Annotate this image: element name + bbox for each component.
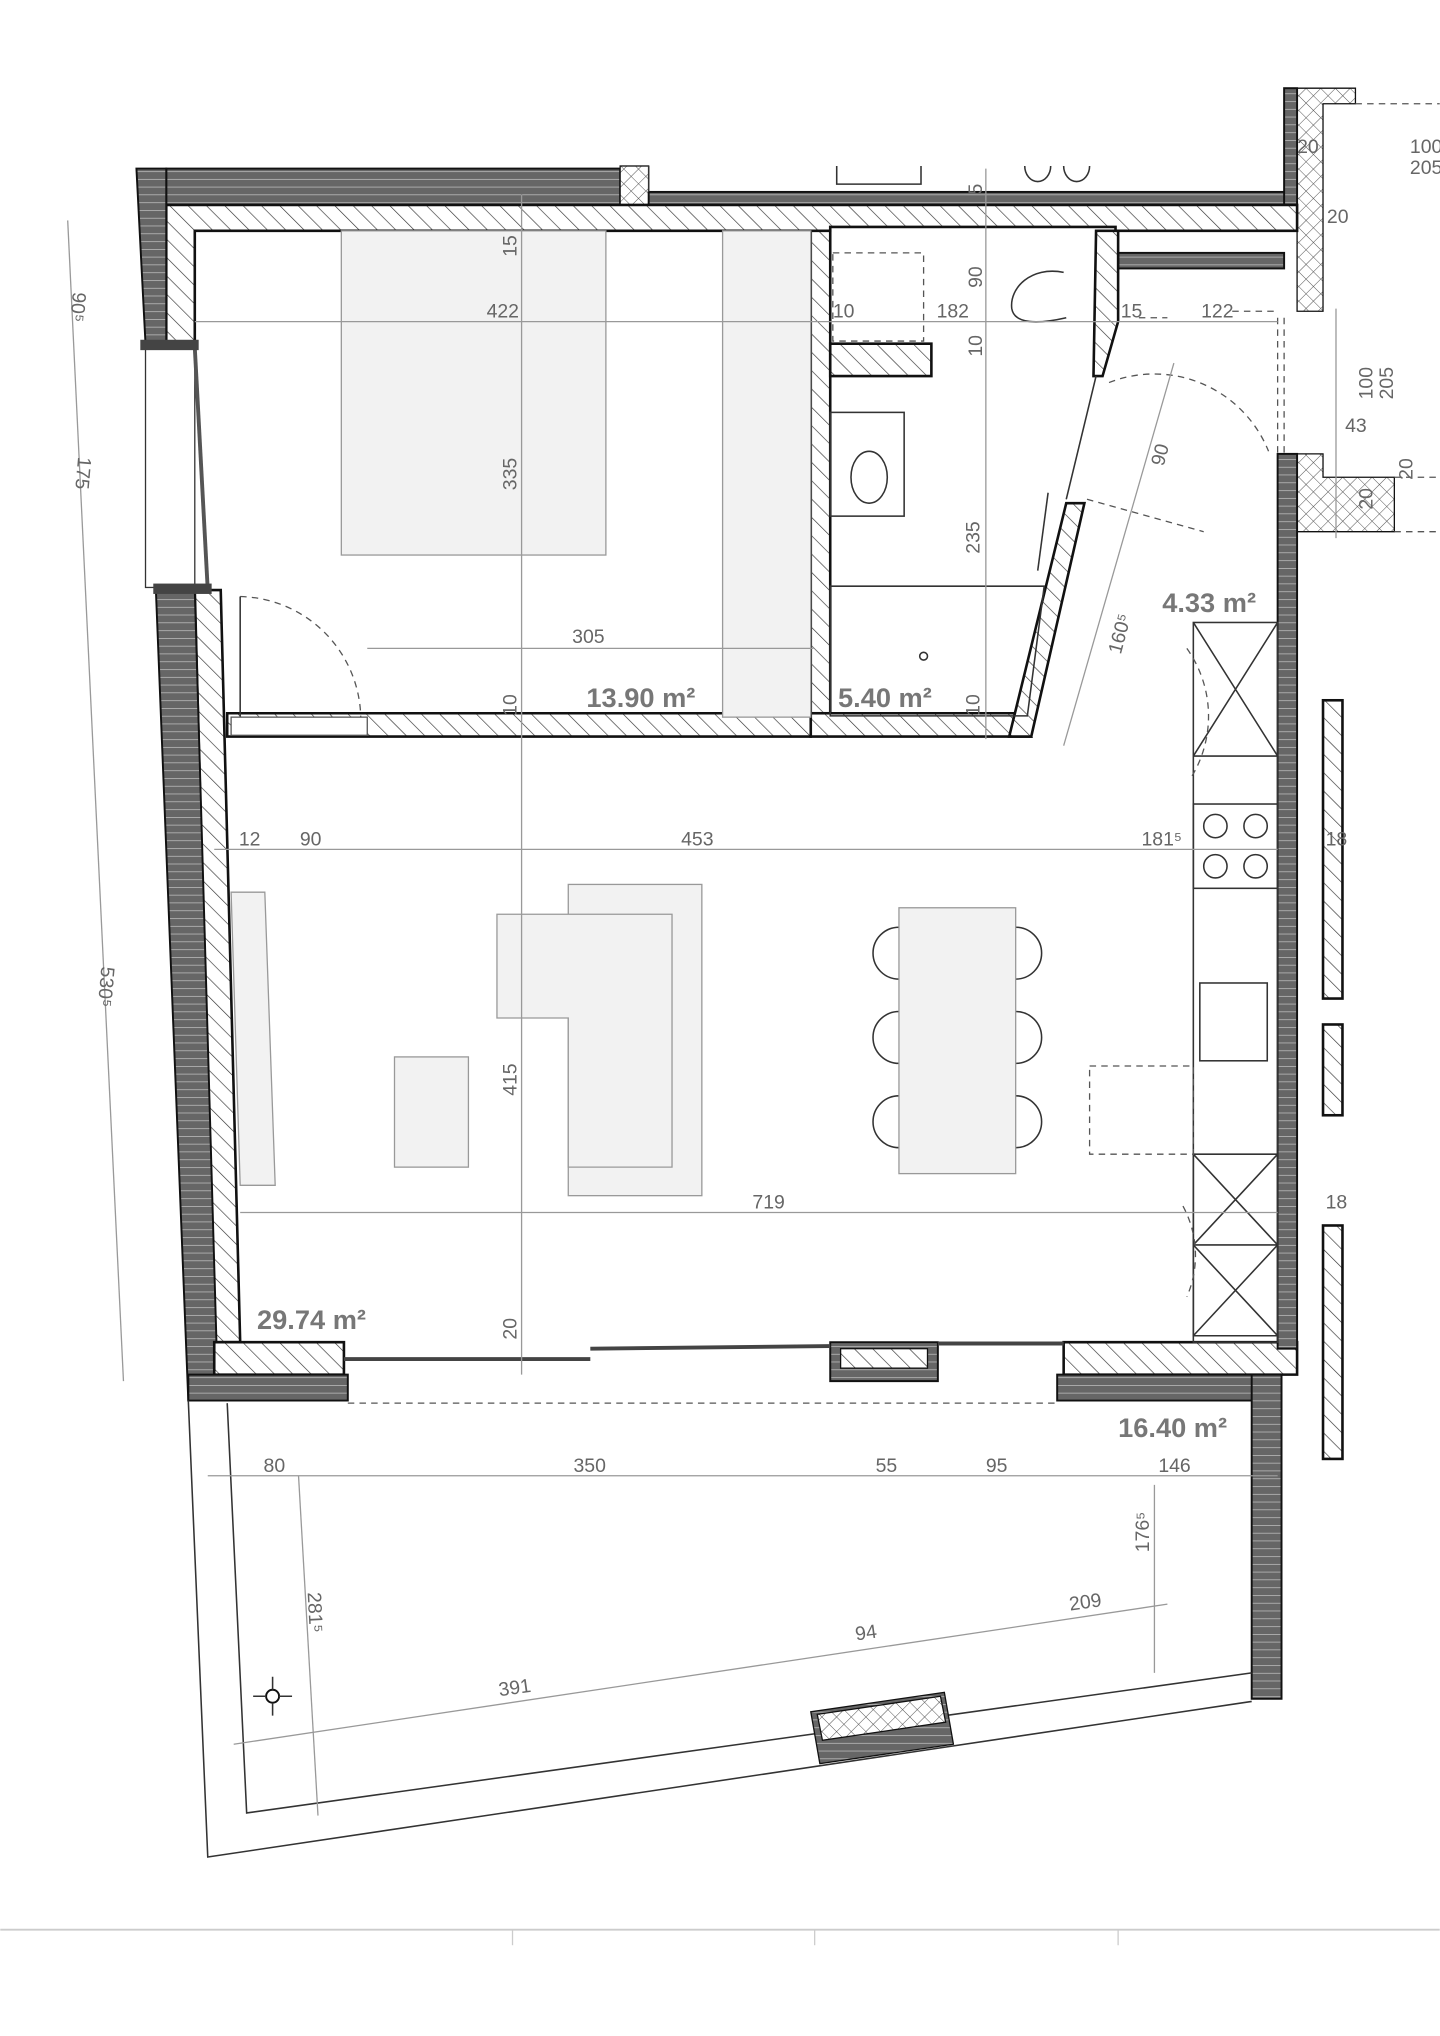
dim: 530⁵: [93, 966, 118, 1008]
dim: 422: [487, 301, 519, 323]
dim: 10: [499, 694, 521, 716]
sofa: [496, 913, 673, 1168]
furniture: [230, 230, 1279, 1343]
dim: 5: [965, 184, 987, 195]
area-living: 29.74 m²: [257, 1304, 366, 1335]
dim: 20: [1327, 206, 1349, 228]
dim: 100: [1410, 136, 1440, 158]
dim: 10: [833, 301, 855, 323]
dim: 719: [752, 1192, 784, 1214]
dim: 12: [239, 829, 261, 851]
dim: 55: [876, 1455, 898, 1477]
shower-tray: [832, 252, 925, 342]
dim: 15: [499, 235, 521, 257]
dim: 18: [1326, 1192, 1348, 1214]
dim: 175: [70, 456, 95, 490]
dim: 281⁵: [303, 1592, 327, 1634]
area-bathroom: 5.40 m²: [838, 682, 932, 713]
dim: 391: [497, 1675, 532, 1701]
dim: 160⁵: [1104, 611, 1136, 656]
toilet: [1010, 270, 1067, 323]
dim: 235: [962, 521, 984, 553]
area-bedroom: 13.90 m²: [586, 682, 695, 713]
dim: 305: [572, 626, 604, 648]
dim: 90: [965, 266, 987, 288]
dim: 182: [937, 301, 969, 323]
terrace-windows: [343, 1341, 1064, 1404]
coffee-table: [393, 1056, 470, 1168]
tv-unit: [230, 891, 276, 1186]
dim: 10: [962, 694, 984, 716]
dim: 122: [1201, 301, 1233, 323]
dim: 100: [1355, 367, 1377, 400]
dining-set: [872, 907, 1043, 1175]
dim: 415: [499, 1063, 521, 1095]
sink-unit: [829, 411, 905, 517]
dim: 350: [573, 1455, 606, 1477]
counter-outline: [1088, 1065, 1194, 1155]
terrace: [187, 1400, 1252, 1858]
dim: 146: [1158, 1455, 1190, 1477]
dim: 20: [1395, 458, 1417, 480]
wardrobe: [721, 230, 812, 718]
dim: 18: [1326, 829, 1348, 851]
dim: 15: [1121, 301, 1143, 323]
dim: 205: [1376, 367, 1398, 399]
dim: 43: [1345, 415, 1367, 437]
dim: 205: [1410, 157, 1440, 179]
dim: 10: [965, 335, 987, 357]
dim: 335: [499, 458, 521, 490]
dim: 90: [300, 829, 322, 851]
area-labels: 13.90 m² 5.40 m² 4.33 m² 29.74 m² 16.40 …: [257, 587, 1256, 1443]
window-left: [140, 339, 212, 594]
dim: 94: [854, 1621, 879, 1646]
dim: 181⁵: [1141, 829, 1182, 851]
area-terrace: 16.40 m²: [1118, 1412, 1227, 1443]
walls: [135, 167, 1344, 1700]
dim: 80: [264, 1455, 286, 1477]
dim: 95: [986, 1455, 1008, 1477]
dim: 90: [1147, 441, 1174, 468]
bathtub: [829, 585, 1046, 717]
dim: 20: [1355, 488, 1377, 510]
dimension-texts: 5 15 422 10 182 15 122 90 10 335 235 90 …: [65, 136, 1440, 1701]
dim: 20: [1297, 136, 1319, 158]
title-block: [0, 1928, 1440, 1946]
bed: [340, 230, 607, 556]
dim: 90⁵: [65, 291, 90, 322]
kitchen: [1192, 621, 1279, 1343]
dim: 209: [1068, 1589, 1103, 1615]
dim: 176⁵: [1132, 1512, 1154, 1552]
area-entrance: 4.33 m²: [1162, 587, 1256, 618]
doors: [230, 310, 1285, 1298]
dim: 20: [499, 1318, 521, 1340]
dim: 453: [681, 829, 713, 851]
dimension-lines: [67, 168, 1337, 1816]
